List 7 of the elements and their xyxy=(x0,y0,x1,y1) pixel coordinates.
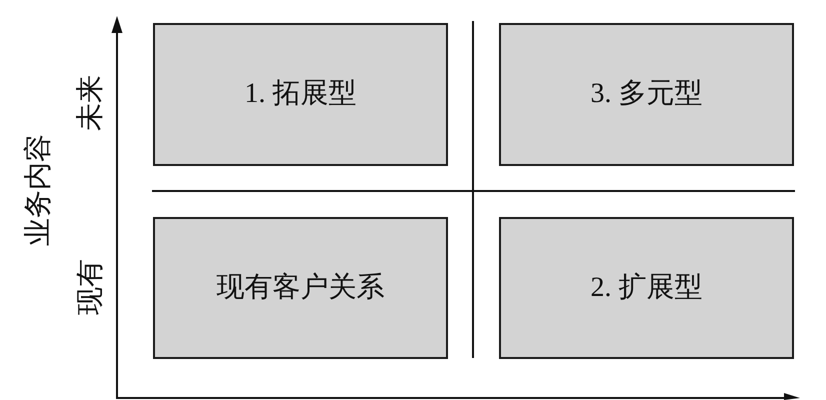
quadrant-box: 1. 拓展型 xyxy=(153,23,448,166)
quadrant-box: 3. 多元型 xyxy=(499,23,794,166)
axis-label: 未来 xyxy=(77,75,105,131)
quadrant-box: 2. 扩展型 xyxy=(499,217,794,359)
quadrant-box: 现有客户关系 xyxy=(153,217,448,359)
axis-title: 业务内容 xyxy=(25,134,53,246)
axis-label: 现有 xyxy=(77,259,105,315)
